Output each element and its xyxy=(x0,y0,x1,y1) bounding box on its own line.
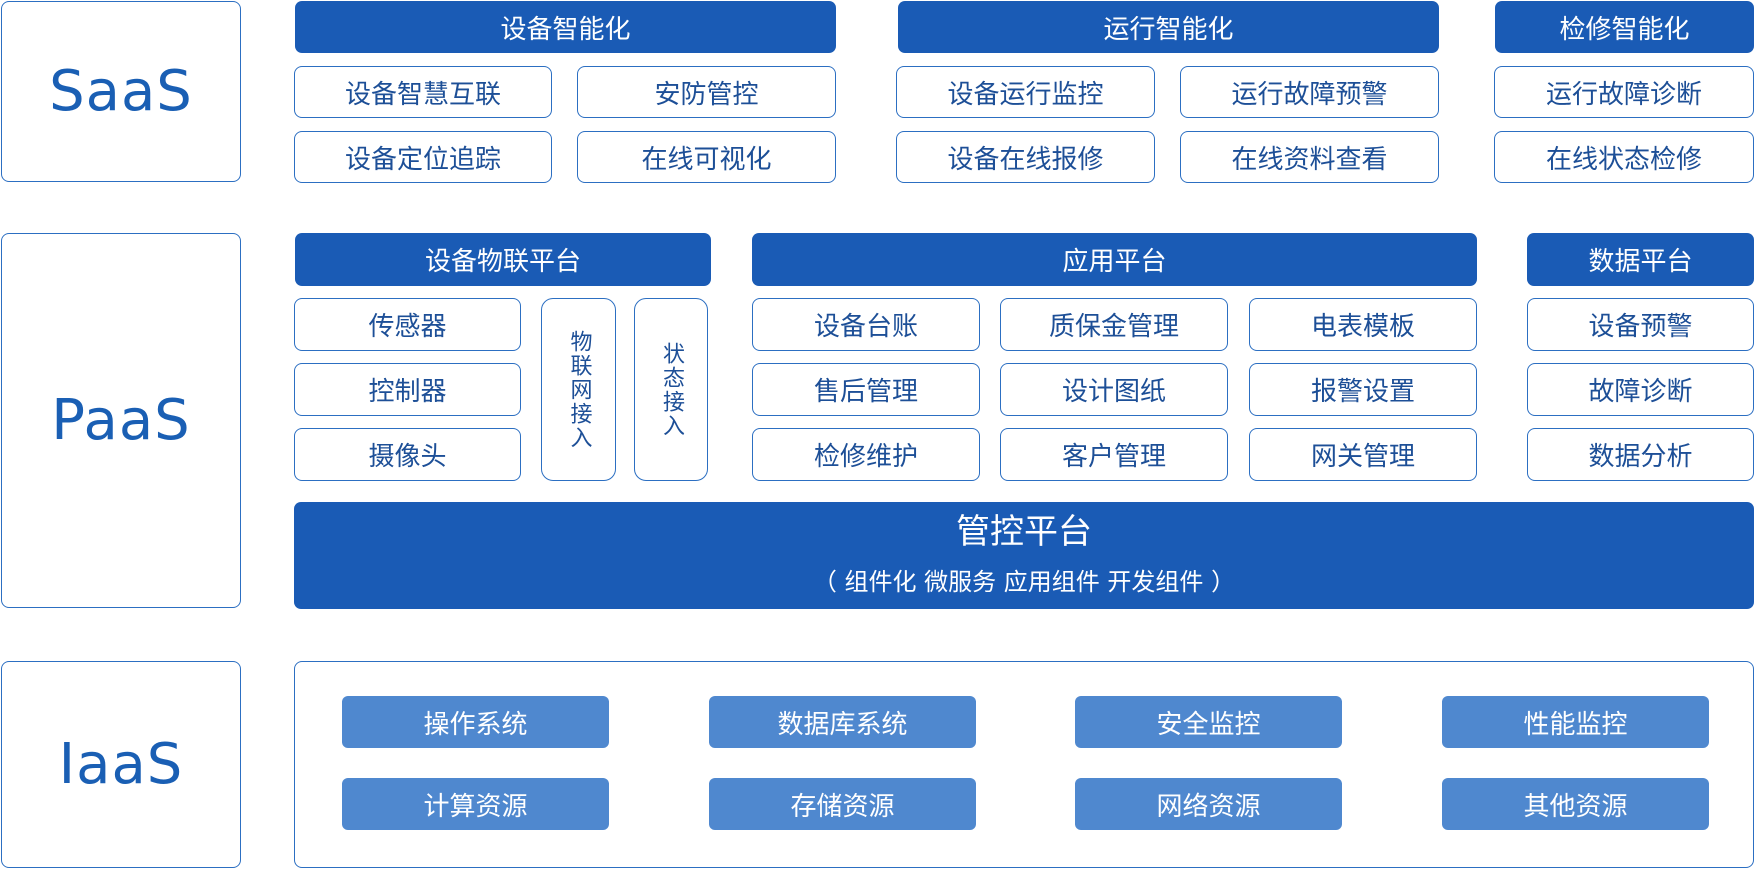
iaas-container xyxy=(294,661,1754,868)
iaas-resource: 性能监控 xyxy=(1442,696,1709,748)
paas-app-item: 检修维护 xyxy=(752,428,980,481)
layer-iaas-label: IaaS xyxy=(58,732,184,797)
paas-core-title: 管控平台 xyxy=(956,512,1092,553)
saas-group-operation-header: 运行智能化 xyxy=(898,1,1439,53)
saas-item: 设备在线报修 xyxy=(896,131,1155,183)
paas-app-item: 网关管理 xyxy=(1249,428,1477,481)
iaas-resource: 计算资源 xyxy=(342,778,609,830)
paas-app-item: 售后管理 xyxy=(752,363,980,416)
saas-item: 运行故障预警 xyxy=(1180,66,1439,118)
iaas-resource: 安全监控 xyxy=(1075,696,1342,748)
saas-item: 运行故障诊断 xyxy=(1494,66,1754,118)
saas-item: 在线资料查看 xyxy=(1180,131,1439,183)
iaas-resource: 网络资源 xyxy=(1075,778,1342,830)
paas-iot-vertical-item: 状态接入 xyxy=(634,298,708,481)
layer-saas-label: SaaS xyxy=(49,59,193,124)
paas-app-item: 报警设置 xyxy=(1249,363,1477,416)
saas-group-device-header: 设备智能化 xyxy=(295,1,836,53)
layer-paas: PaaS xyxy=(1,233,241,608)
layer-saas: SaaS xyxy=(1,1,241,182)
paas-app-item: 质保金管理 xyxy=(1000,298,1228,351)
paas-iot-item: 控制器 xyxy=(294,363,521,416)
paas-core-platform: 管控平台 （ 组件化 微服务 应用组件 开发组件 ） xyxy=(294,502,1754,609)
paas-app-item: 设备台账 xyxy=(752,298,980,351)
paas-data-item: 数据分析 xyxy=(1527,428,1754,481)
layer-iaas: IaaS xyxy=(1,661,241,868)
paas-iot-item: 摄像头 xyxy=(294,428,521,481)
paas-iot-vertical-item: 物联网接入 xyxy=(541,298,616,481)
paas-app-item: 设计图纸 xyxy=(1000,363,1228,416)
saas-item: 在线状态检修 xyxy=(1494,131,1754,183)
paas-iot-item: 传感器 xyxy=(294,298,521,351)
iaas-resource: 数据库系统 xyxy=(709,696,976,748)
paas-app-item: 电表模板 xyxy=(1249,298,1477,351)
saas-item: 设备运行监控 xyxy=(896,66,1155,118)
iaas-resource: 存储资源 xyxy=(709,778,976,830)
saas-item: 在线可视化 xyxy=(577,131,836,183)
paas-core-subtitle: （ 组件化 微服务 应用组件 开发组件 ） xyxy=(812,567,1236,596)
paas-app-header: 应用平台 xyxy=(752,233,1477,286)
paas-data-header: 数据平台 xyxy=(1527,233,1754,286)
iaas-resource: 操作系统 xyxy=(342,696,609,748)
layer-paas-label: PaaS xyxy=(51,388,191,453)
saas-item: 安防管控 xyxy=(577,66,836,118)
paas-data-item: 设备预警 xyxy=(1527,298,1754,351)
saas-item: 设备智慧互联 xyxy=(294,66,552,118)
paas-iot-header: 设备物联平台 xyxy=(295,233,711,286)
saas-group-maintenance-header: 检修智能化 xyxy=(1495,1,1754,53)
paas-app-item: 客户管理 xyxy=(1000,428,1228,481)
saas-item: 设备定位追踪 xyxy=(294,131,552,183)
paas-data-item: 故障诊断 xyxy=(1527,363,1754,416)
iaas-resource: 其他资源 xyxy=(1442,778,1709,830)
